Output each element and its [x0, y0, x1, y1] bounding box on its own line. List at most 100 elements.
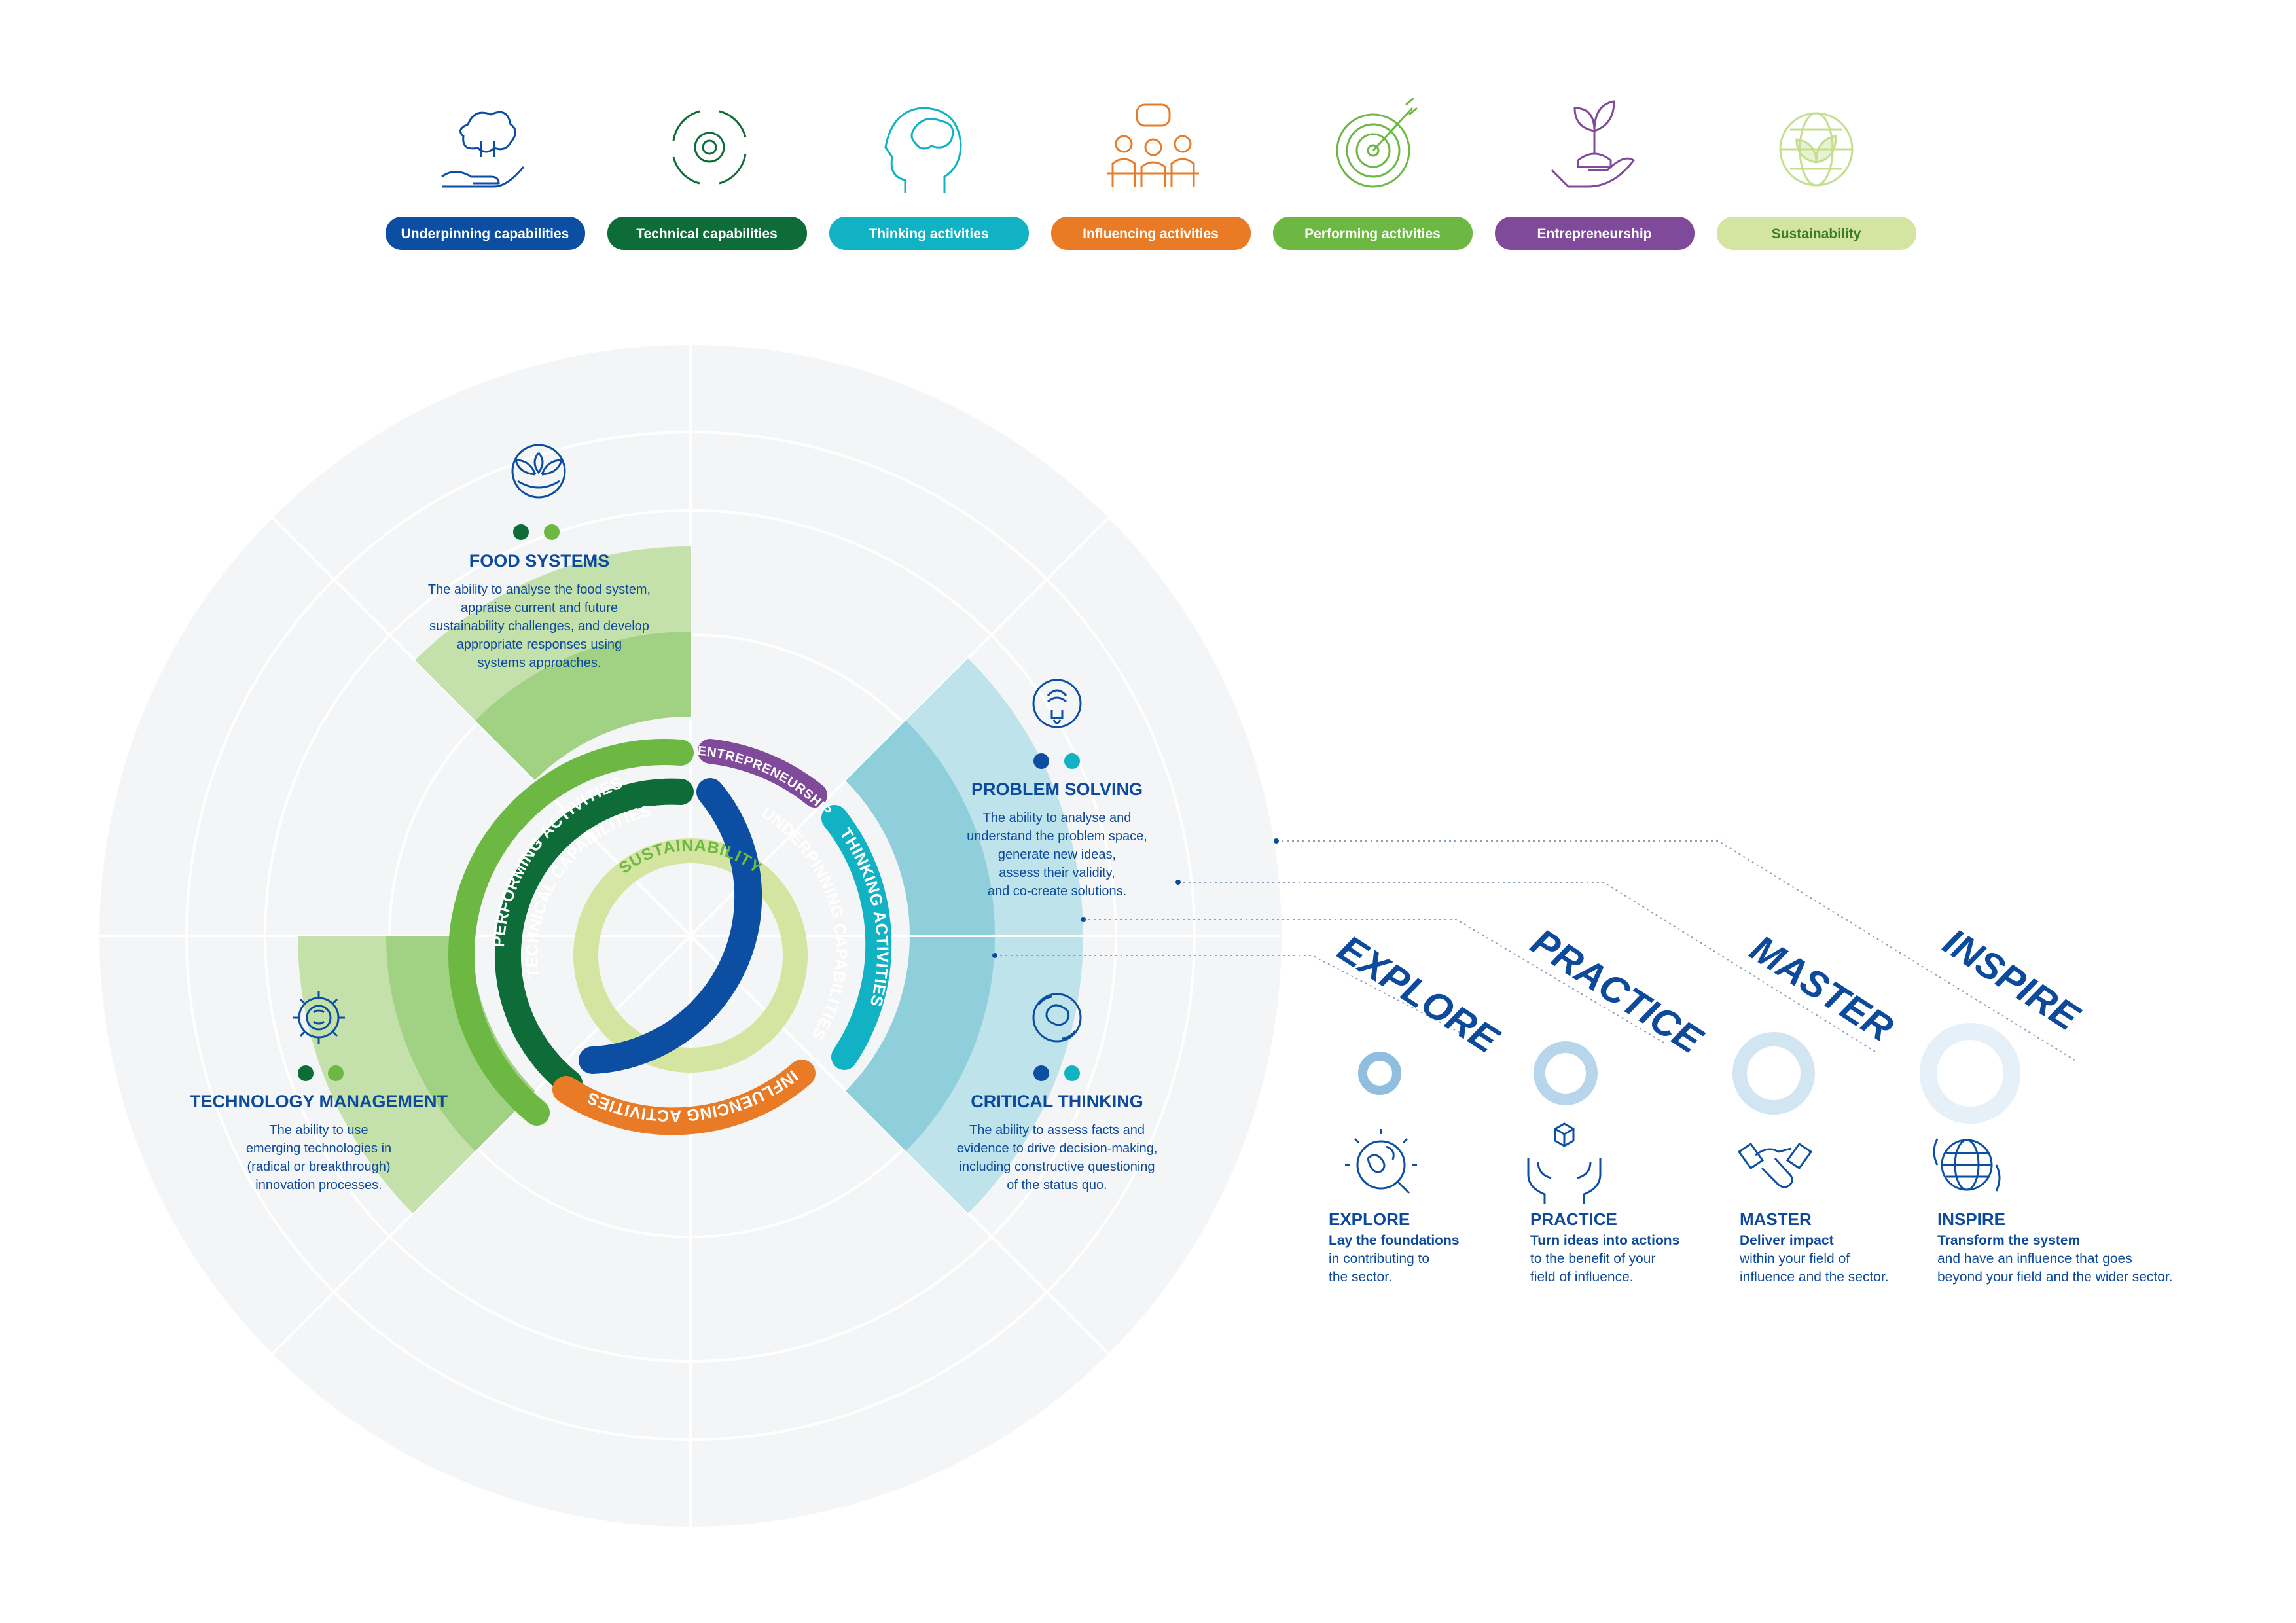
thinking-wedges — [846, 658, 1083, 1213]
critical-thinking-desc-0: The ability to assess facts and — [969, 1123, 1145, 1137]
level-desc-master-1: influence and the sector. — [1740, 1270, 1889, 1285]
level-ring-master — [1732, 1032, 1815, 1115]
svg-text:Technical capabilities: Technical capabilities — [636, 226, 778, 241]
food-systems-desc-0: The ability to analyse the food system, — [428, 582, 651, 597]
level-inspire: INSPIRE INSPIRE Transform the system and… — [1920, 920, 2173, 1285]
globe-icon — [1933, 1138, 2001, 1192]
technical-ring — [494, 778, 694, 1096]
critical-thinking-title: CRITICAL THINKING — [971, 1092, 1143, 1111]
critical-thinking-block: CRITICAL THINKING The ability to assess … — [957, 993, 1158, 1192]
problem-solving-desc-2: generate new ideas, — [998, 847, 1116, 862]
handshake-icon — [1737, 1142, 1813, 1188]
food-systems-desc-2: sustainability challenges, and develop — [429, 619, 649, 633]
level-title-practice: PRACTICE — [1530, 1209, 1617, 1229]
performing-dot — [328, 1065, 344, 1081]
hand-brain-icon — [441, 111, 525, 188]
hand-plant-icon — [1551, 100, 1636, 188]
level-big-explore: EXPLORE — [1331, 927, 1507, 1062]
underpinning-ring — [579, 778, 762, 1074]
level-ring-practice — [1534, 1041, 1598, 1105]
level-ring-inspire — [1920, 1023, 2020, 1124]
critical-thinking-desc-1: evidence to drive decision-making, — [957, 1141, 1158, 1156]
level-desc-inspire-1: beyond your field and the wider sector. — [1937, 1270, 2173, 1285]
problem-solving-desc-0: The ability to analyse and — [983, 811, 1132, 825]
problem-solving-block: PROBLEM SOLVING The ability to analyse a… — [967, 679, 1147, 899]
level-title-explore: EXPLORE — [1329, 1209, 1410, 1229]
technology-management-block: TECHNOLOGY MANAGEMENT The ability to use… — [190, 991, 448, 1192]
technology-management-desc-0: The ability to use — [269, 1123, 368, 1137]
category-pill-entrepreneurship: Entrepreneurship — [1495, 217, 1695, 250]
critical-thinking-desc-2: including constructive questioning — [959, 1160, 1155, 1174]
svg-text:Thinking activities: Thinking activities — [869, 226, 988, 241]
technology-management-title: TECHNOLOGY MANAGEMENT — [190, 1092, 448, 1111]
people-chat-icon — [1107, 103, 1199, 187]
level-strong-practice: Turn ideas into actions — [1530, 1233, 1679, 1248]
level-strong-explore: Lay the foundations — [1329, 1233, 1460, 1248]
level-ring-explore — [1358, 1052, 1401, 1095]
food-systems-desc-1: appraise current and future — [461, 601, 618, 615]
category-pill-influencing: Influencing activities — [1051, 217, 1251, 250]
svg-text:Underpinning capabilities: Underpinning capabilities — [401, 226, 569, 241]
level-connectors — [992, 838, 2075, 1061]
problem-solving-desc-4: and co-create solutions. — [988, 884, 1126, 899]
underpinning-dot — [1033, 753, 1049, 769]
target-arrow-icon — [1336, 97, 1418, 188]
tech-gear-icon — [293, 991, 345, 1044]
category-pill-performing: Performing activities — [1273, 217, 1473, 250]
gear-cycle-icon — [672, 110, 747, 185]
level-big-master: MASTER — [1743, 927, 1901, 1050]
level-strong-inspire: Transform the system — [1937, 1233, 2080, 1248]
food-systems-title: FOOD SYSTEMS — [469, 551, 610, 571]
performing-dot — [544, 524, 560, 540]
food-systems-desc-3: appropriate responses using — [457, 637, 622, 652]
technical-dot — [513, 524, 529, 540]
food-systems-desc-4: systems approaches. — [478, 656, 601, 670]
level-explore: EXPLORE EXPLORE Lay the foundations in c… — [1329, 927, 1507, 1285]
entrepreneurship-ring — [698, 739, 827, 808]
thinking-dot — [1064, 753, 1080, 769]
technology-management-desc-3: innovation processes. — [255, 1178, 382, 1192]
technology-management-desc-1: emerging technologies in — [246, 1141, 391, 1156]
food-systems-icon — [511, 444, 566, 499]
category-pill-sustainability: Sustainability — [1717, 217, 1916, 250]
influencing-ring — [552, 1060, 816, 1135]
thinking-ring — [821, 805, 892, 1070]
leaf-globe-icon — [1779, 112, 1854, 187]
critical-thinking-desc-3: of the status quo. — [1007, 1178, 1107, 1192]
level-title-inspire: INSPIRE — [1937, 1209, 2005, 1229]
technology-management-desc-2: (radical or breakthrough) — [247, 1160, 391, 1174]
sustainability-ring — [573, 838, 808, 1073]
category-legend: Underpinning capabilities Technical capa… — [386, 97, 1916, 250]
svg-text:Influencing activities: Influencing activities — [1083, 226, 1219, 241]
thinking-dot — [1064, 1065, 1080, 1081]
level-strong-master: Deliver impact — [1740, 1233, 1834, 1248]
hands-box-icon — [1527, 1122, 1602, 1204]
level-desc-explore-0: in contributing to — [1329, 1251, 1429, 1266]
svg-text:Performing activities: Performing activities — [1304, 226, 1441, 241]
category-pill-underpinning: Underpinning capabilities — [386, 217, 585, 250]
technical-dot — [298, 1065, 314, 1081]
lightbulb-icon — [1032, 679, 1082, 728]
level-title-master: MASTER — [1740, 1209, 1812, 1229]
head-brain-icon — [884, 107, 962, 193]
globe-magnifier-icon — [1345, 1129, 1417, 1194]
level-desc-master-0: within your field of — [1739, 1251, 1850, 1266]
brain-cycle-icon — [1032, 993, 1082, 1043]
level-master: MASTER MASTER Deliver impact within your… — [1732, 927, 1901, 1285]
svg-text:Sustainability: Sustainability — [1772, 226, 1861, 241]
level-desc-explore-1: the sector. — [1329, 1270, 1392, 1285]
level-practice: PRACTICE PRACTICE Turn ideas into action… — [1524, 920, 1711, 1285]
problem-solving-title: PROBLEM SOLVING — [971, 779, 1143, 799]
technology-management-wedge — [298, 936, 535, 1213]
underpinning-dot — [1033, 1065, 1049, 1081]
level-big-practice: PRACTICE — [1524, 920, 1711, 1062]
problem-solving-desc-1: understand the problem space, — [967, 829, 1147, 844]
food-systems-wedge — [415, 546, 691, 780]
level-desc-practice-1: field of influence. — [1530, 1270, 1634, 1285]
food-systems-block: FOOD SYSTEMS The ability to analyse the … — [428, 444, 651, 670]
level-desc-inspire-0: and have an influence that goes — [1937, 1251, 2132, 1266]
background-radar — [97, 342, 1284, 1529]
category-pill-thinking: Thinking activities — [829, 217, 1029, 250]
performing-ring — [448, 739, 694, 1126]
